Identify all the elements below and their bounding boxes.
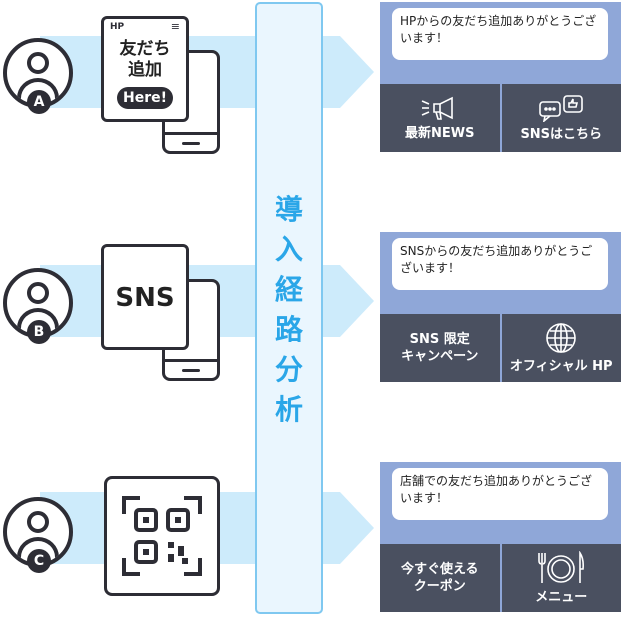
flow-arrow-c: [340, 492, 374, 564]
channel-analysis-bar: 導入経路分析: [255, 2, 323, 614]
friend-add-text: 友だち 追加: [119, 39, 171, 80]
menu-icon: ≡: [170, 20, 180, 33]
line-message-panel-a: HPからの友だち追加ありがとうございます！ 最新NEWS SNSはこちら: [380, 2, 621, 152]
tablet-hp-a: HP ≡ 友だち 追加 Here!: [101, 16, 189, 122]
menu-button[interactable]: メニュー: [499, 544, 621, 612]
message-bubble-a: HPからの友だち追加ありがとうございます！: [392, 8, 608, 60]
fork-plate-knife-icon: [538, 550, 585, 583]
channel-analysis-label: 導入経路分析: [274, 193, 303, 426]
sns-campaign-button[interactable]: SNS 限定 キャンペーン: [380, 314, 500, 382]
line-message-panel-b: SNSからの友だち追加ありがとうございます！ SNS 限定 キャンペーン オフィ…: [380, 232, 621, 382]
flow-arrow-a: [340, 36, 374, 108]
sns-link-button[interactable]: SNSはこちら: [499, 84, 621, 152]
flow-arrow-b: [340, 265, 374, 337]
qr-code-icon: [122, 496, 202, 576]
message-bubble-c: 店舗での友だち追加ありがとうございます！: [392, 468, 608, 520]
chat-thumbs-up-icon: [539, 94, 584, 122]
user-badge-b: B: [27, 320, 51, 344]
megaphone-icon: [421, 96, 453, 120]
line-message-panel-c: 店舗での友だち追加ありがとうございます！ 今すぐ使える クーポン メニュー: [380, 462, 621, 612]
user-badge-c: C: [27, 549, 51, 573]
official-hp-button[interactable]: オフィシャル HP: [499, 314, 621, 382]
globe-icon: [546, 322, 577, 353]
coupon-button[interactable]: 今すぐ使える クーポン: [380, 544, 500, 612]
hp-brand-label: HP: [110, 22, 125, 32]
tablet-sns-b: SNS: [101, 244, 189, 350]
here-pill: Here!: [117, 87, 173, 109]
sns-device-label: SNS: [115, 283, 175, 313]
news-button[interactable]: 最新NEWS: [380, 84, 500, 152]
qr-device-c: [104, 476, 220, 596]
user-badge-a: A: [27, 90, 51, 114]
message-bubble-b: SNSからの友だち追加ありがとうございます！: [392, 238, 608, 290]
